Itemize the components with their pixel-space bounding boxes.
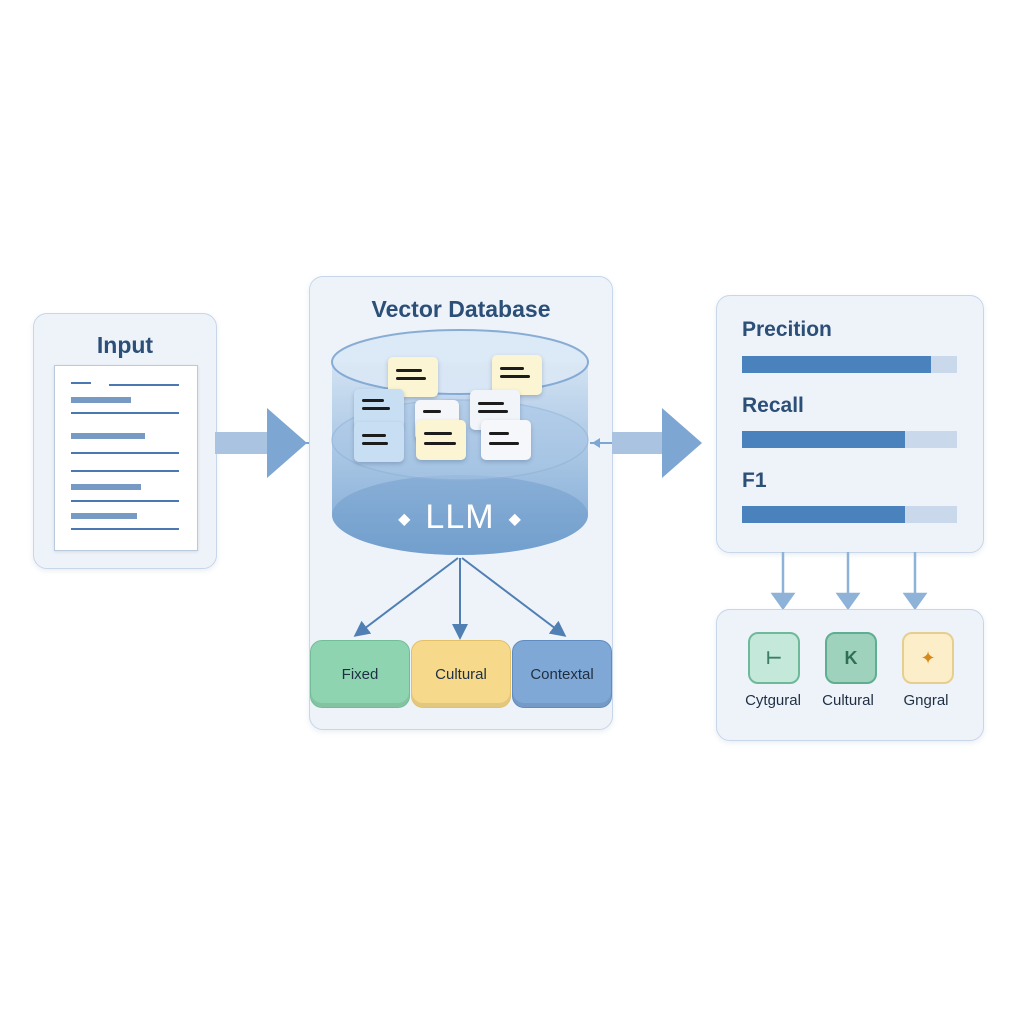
down-arrows [770,552,928,611]
memory-card [354,422,404,462]
dot-left-icon: ◆ [398,511,412,529]
input-title: Input [96,332,154,358]
metric-bar-fill [742,431,906,448]
memory-card [492,355,542,395]
output-label: Gngral [903,692,949,709]
metric-bar-f1 [742,506,957,523]
metric-label-f1: F1 [742,469,767,492]
metric-label-precision: Precition [742,318,832,341]
input-panel: Input [33,313,217,569]
glyph-icon-L: ⊢ [748,632,800,684]
metric-bar-precision [742,356,957,373]
arrow-database-to-metrics [590,408,702,478]
branch-arrows [353,557,567,640]
category-contextual: Contextal [512,640,612,708]
output-label: Cultural [822,692,874,709]
input-document-icon [54,365,198,551]
database-title: Vector Database [371,296,551,322]
dot-right-icon: ◆ [508,511,522,529]
metric-bar-recall [742,431,957,448]
llm-label: ◆LLM◆ [398,498,522,536]
metric-bar-fill [742,356,932,373]
category-cultural: Cultural [411,640,511,708]
sparkle-icon: ✦ [902,632,954,684]
memory-card [481,420,531,460]
category-fixed: Fixed [310,640,410,708]
output-label: Cytgural [745,692,801,709]
metric-bar-fill [742,506,906,523]
memory-card [416,420,466,460]
glyph-icon-K: K [825,632,877,684]
metric-label-recall: Recall [742,394,804,417]
